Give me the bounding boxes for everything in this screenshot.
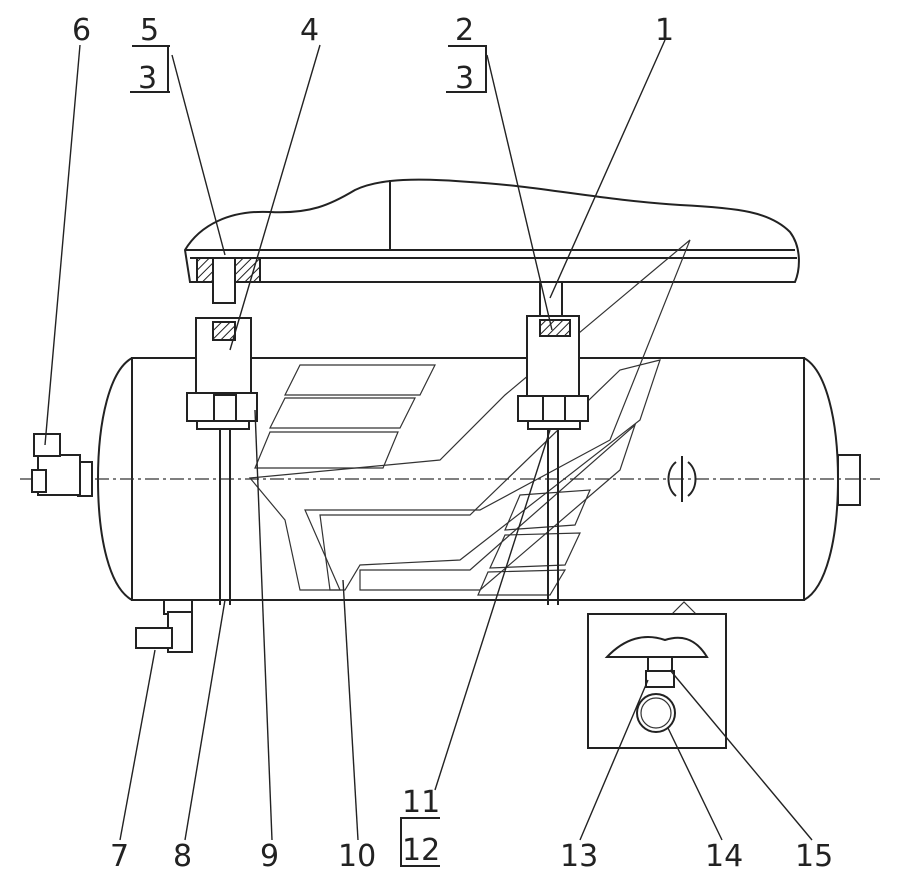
- leader-lines: [44, 39, 813, 841]
- left-bracket: [186, 257, 261, 605]
- callout-10: 10: [338, 839, 376, 874]
- callout-12: 12: [402, 833, 440, 868]
- vehicle-frame: [183, 178, 800, 283]
- callout-fraction-bars: [130, 45, 487, 867]
- left-elbow-fitting: [31, 433, 93, 497]
- callout-11: 11: [402, 785, 440, 820]
- callout-15: 15: [795, 839, 833, 874]
- callout-13: 13: [560, 839, 598, 874]
- callout-3-right: 3: [455, 61, 474, 96]
- callout-labels: 1 2 3 4 5 3 6 7 8 9 10 11 12 13 14 15: [72, 13, 833, 874]
- receiver-tank: [20, 357, 880, 601]
- callout-8: 8: [173, 839, 192, 874]
- callout-4: 4: [300, 13, 319, 48]
- tank-logo: [248, 239, 691, 596]
- right-bracket: [517, 281, 589, 605]
- callout-2: 2: [455, 13, 474, 48]
- callout-3-left: 3: [138, 61, 157, 96]
- callout-14: 14: [705, 839, 743, 874]
- callout-6: 6: [72, 13, 91, 48]
- bottom-drain-fitting: [135, 599, 193, 653]
- detail-view: [587, 601, 727, 749]
- callout-9: 9: [260, 839, 279, 874]
- callout-5: 5: [140, 13, 159, 48]
- callout-1: 1: [655, 13, 674, 48]
- callout-7: 7: [110, 839, 129, 874]
